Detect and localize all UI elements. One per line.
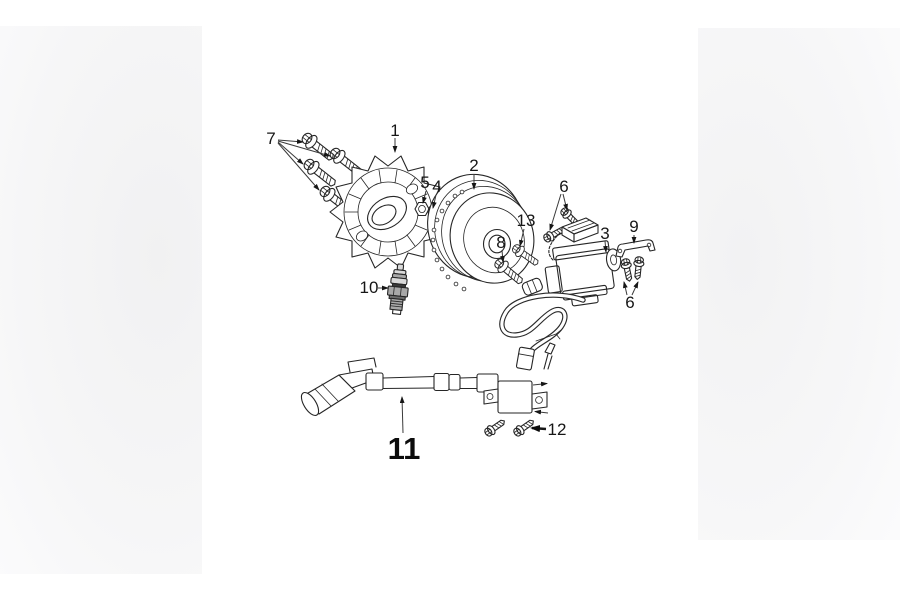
screws-6-lower [619, 255, 646, 283]
callout-labels: 1 2 3 4 5 6 6 7 8 9 10 11 12 13 [266, 121, 638, 466]
callout-2: 2 [469, 156, 478, 175]
callout-7: 7 [266, 129, 275, 148]
rotor-timing-dots [430, 189, 467, 292]
screws-12 [482, 416, 537, 439]
callout-3: 3 [600, 224, 609, 243]
pickup-connector [561, 217, 599, 243]
callout-9: 9 [629, 217, 638, 236]
callout-leaders [277, 138, 639, 434]
callout-10: 10 [360, 278, 379, 297]
spark-plug [386, 263, 409, 315]
flywheel-fan [329, 155, 447, 269]
callout-8: 8 [496, 233, 505, 252]
harness-connector [515, 346, 535, 371]
wire-harness [499, 277, 586, 371]
stator-wire-braid [548, 232, 561, 262]
bracket-9 [615, 239, 656, 258]
harness-blade-terminal [543, 342, 556, 370]
ignition-coil [497, 380, 533, 414]
callout-11: 11 [388, 431, 421, 466]
cable-grommet [521, 277, 543, 296]
callout-12: 12 [548, 420, 567, 439]
callout-4: 4 [432, 177, 441, 196]
plug-cable-assembly [300, 357, 549, 417]
flywheel-nut [414, 201, 430, 217]
callout-13: 13 [517, 211, 536, 230]
callout-6-top: 6 [559, 177, 568, 196]
callout-6-bottom: 6 [625, 293, 634, 312]
callout-1: 1 [390, 121, 399, 140]
callout-5: 5 [420, 173, 429, 192]
rotor [427, 173, 535, 292]
